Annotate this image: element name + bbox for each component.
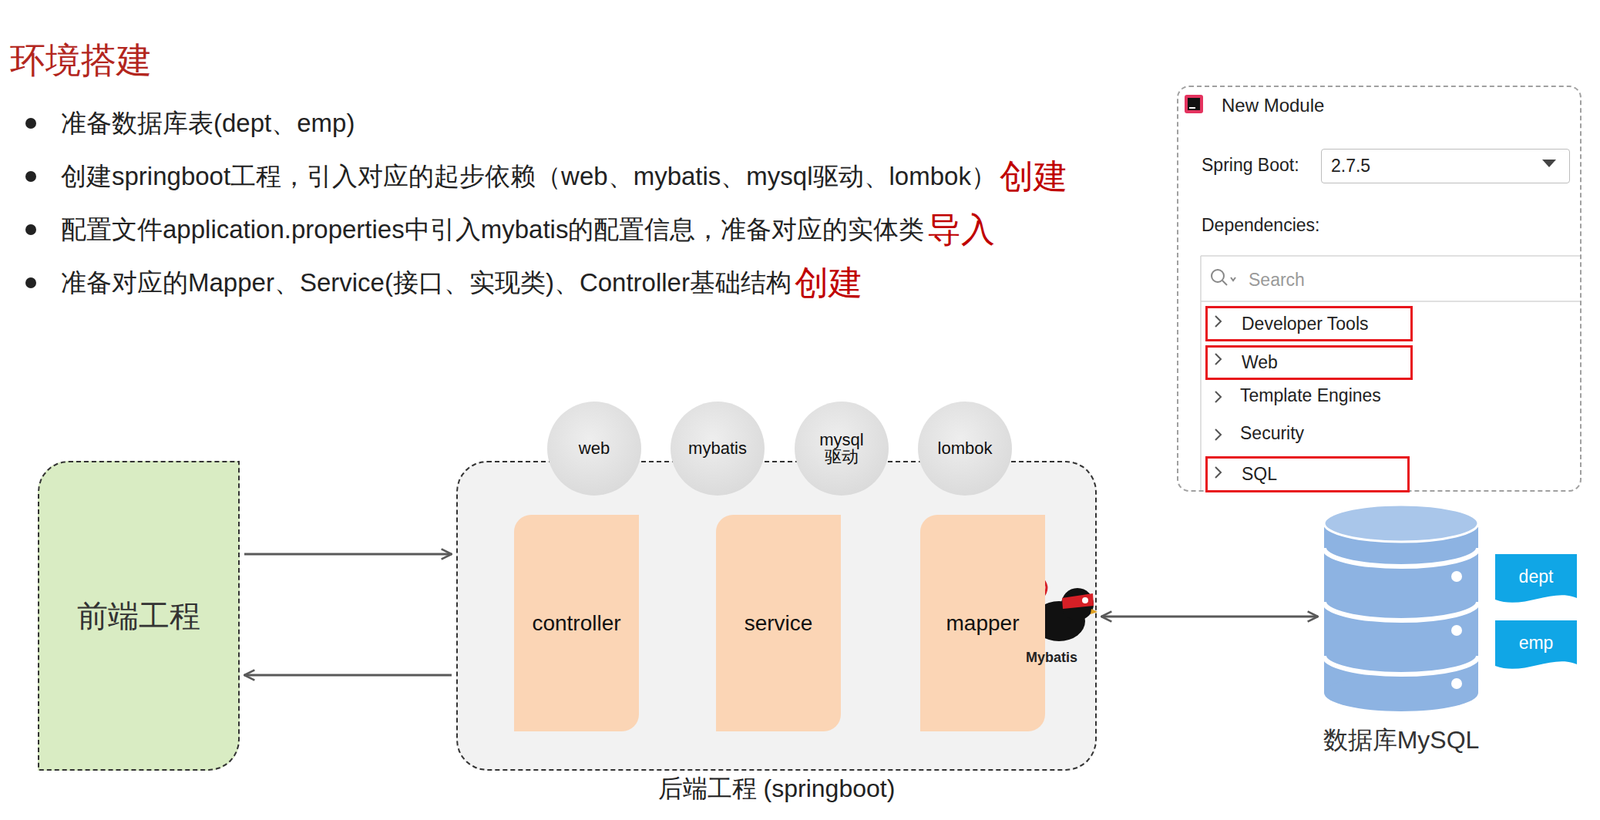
annotation: 创建 [999,154,1068,200]
search-box: Search [1202,257,1584,303]
node-label: Dependencies: [1201,215,1320,236]
dependency-circle: mybatis [670,401,765,496]
node-label: service [744,611,814,636]
dependency-circle: mysql驱动 [794,401,889,496]
bullet-row: 准备数据库表(dept、emp) [60,104,355,143]
bullet-dots [25,117,37,289]
node-label: Search [1248,269,1305,291]
bullet-text: 创建springboot工程，引入对应的起步依赖（web、mybatis、mys… [60,159,997,195]
backend-ground [456,460,1097,771]
node-label: mysql驱动 [814,431,869,466]
connector-arrow [1101,615,1318,619]
node-label: mybatis [688,438,747,459]
node-label: 前端工程 [77,594,201,638]
dialog-lines [1200,255,1582,492]
node-label: web [578,438,610,459]
node-label: 2.7.5 [1331,155,1371,177]
connector-arrow [244,674,452,677]
backend-box: 后端工程 (springboot)webmybatismysql驱动lombok… [456,460,1097,771]
layer-box: controller [514,514,639,732]
bullet-text: 配置文件application.properties中引入mybatis的配置信… [60,212,925,248]
node-label: controller [531,611,621,636]
table-tab: dept [1495,554,1577,606]
highlight-box: Web [1205,345,1413,380]
node-label: emp [1519,632,1554,654]
dropdown-arrow [1542,159,1557,168]
layer-box: mapper [920,514,1046,732]
node-label: dept [1519,566,1554,588]
node-label: mapper [946,611,1020,636]
dialog-icon [1184,94,1204,114]
annotation: 创建 [794,260,863,306]
bullet-row: 配置文件application.properties中引入mybatis的配置信… [60,210,995,249]
dependency-circle: web [547,401,642,496]
node-label: New Module [1221,94,1325,117]
text-label: Mybatis [1025,649,1078,666]
page-title: 环境搭建 [10,36,152,85]
node-label: Web [1241,352,1278,374]
annotation: 导入 [927,207,995,253]
search-icon [1211,269,1236,286]
layer-box: service [715,514,841,732]
version-dropdown: 2.7.5 [1321,148,1570,184]
node-label: 后端工程 (springboot) [457,772,1096,807]
database-cylinder-outline [1322,503,1480,713]
bullet-row: 准备对应的Mapper、Service(接口、实现类)、Controller基础… [60,263,863,303]
highlight-box: SQL [1205,456,1410,493]
text-label: Security [1240,423,1305,444]
bullet-text: 准备对应的Mapper、Service(接口、实现类)、Controller基础… [60,265,792,301]
node-label: lombok [937,438,993,459]
connector-arrow [244,553,452,556]
dialog-ground [1176,85,1582,492]
bullet-text: 准备数据库表(dept、emp) [60,106,355,142]
table-tab: emp [1495,620,1577,673]
text-label: Template Engines [1240,385,1382,407]
database-cylinder: 数据库MySQL [1322,503,1480,713]
node-label: SQL [1241,463,1278,485]
node-label: Developer Tools [1241,313,1369,335]
node-label: Spring Boot: [1201,154,1300,176]
dependency-circle: lombok [917,401,1012,496]
highlight-box: Developer Tools [1205,305,1413,342]
frontend-box: 前端工程 [37,460,240,771]
bullet-row: 创建springboot工程，引入对应的起步依赖（web、mybatis、mys… [60,157,1068,196]
dialog-panel: New ModuleSpring Boot: Dependencies: 2.7.5… [1176,85,1582,492]
node-label: 数据库MySQL [1291,723,1511,758]
